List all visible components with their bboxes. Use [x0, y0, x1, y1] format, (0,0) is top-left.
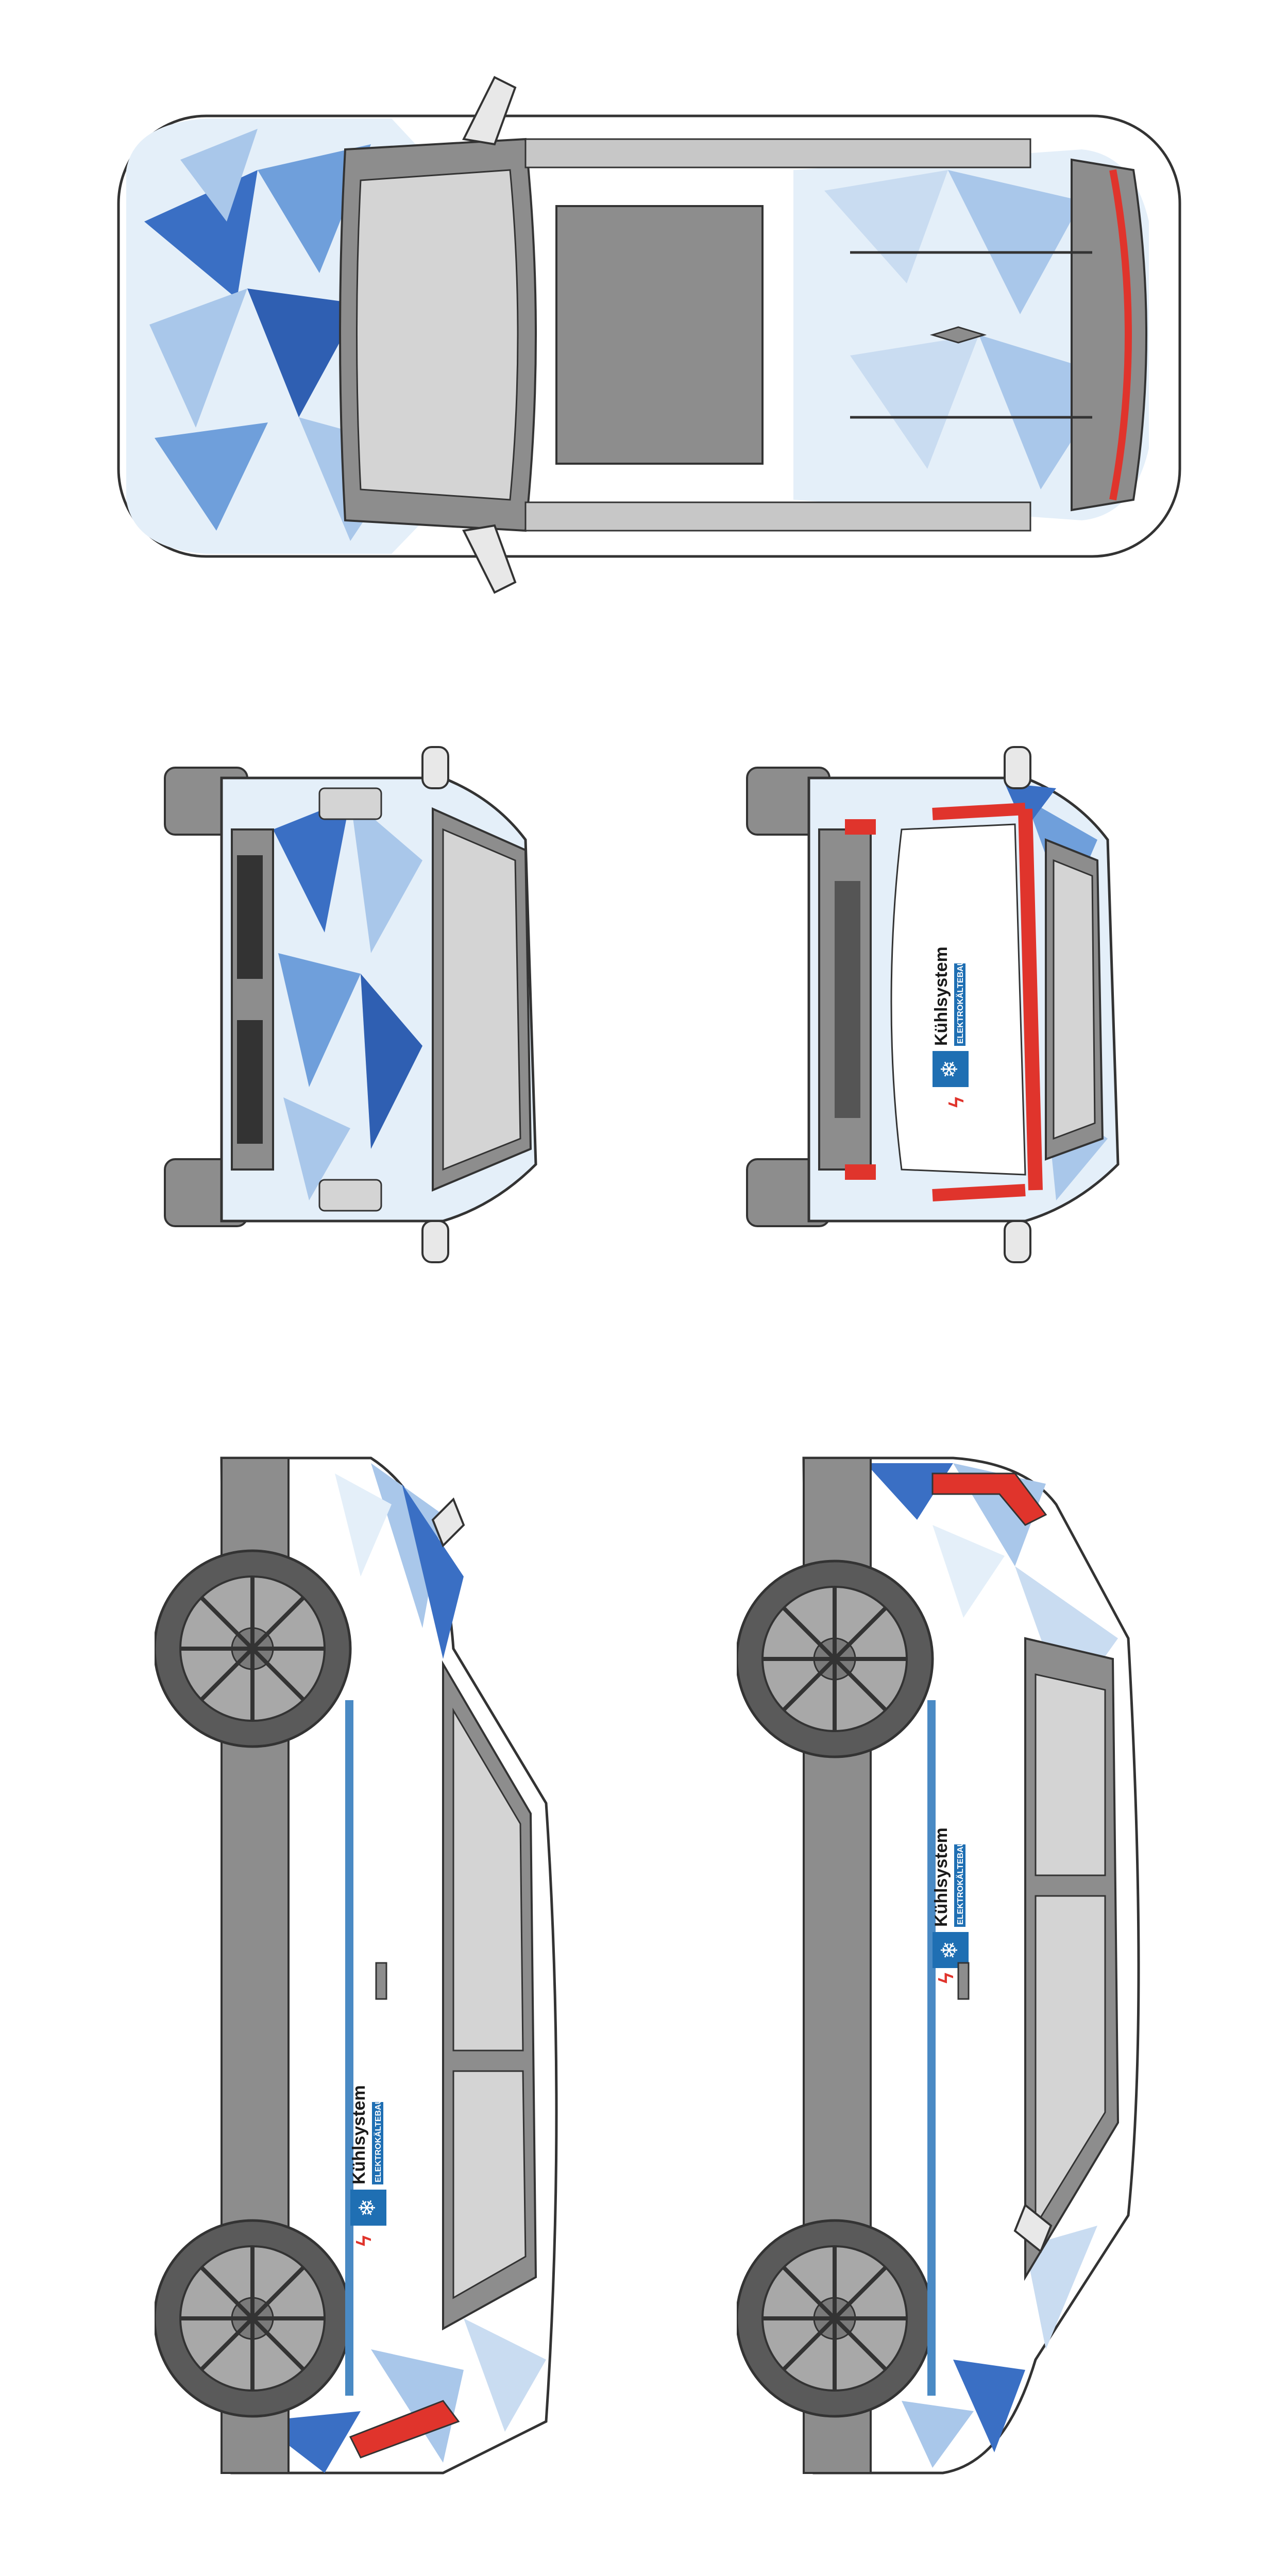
rear-brand-logo: ❄ Kühlsystem ELEKTROKÄLTEBAU	[931, 946, 969, 1087]
top-sunroof	[555, 205, 764, 465]
right-door-handle	[957, 1962, 970, 2000]
car-front-view	[164, 746, 537, 1263]
rear-window-glass	[1053, 859, 1096, 1140]
snowflake-icon: ❄	[937, 1941, 962, 1960]
top-side-glass-left	[524, 138, 1031, 168]
left-tagline-bar	[372, 2102, 383, 2184]
lightning-bolt-icon: ϟ	[353, 2235, 376, 2246]
rear-light-bar-ends	[932, 803, 1026, 1201]
top-mirror-right	[462, 524, 517, 594]
lightning-bolt-icon: ϟ	[935, 1973, 958, 1984]
snowflake-icon: ❄	[937, 1060, 962, 1079]
right-wheel-rear	[737, 1560, 934, 1758]
top-shark-fin-antenna	[929, 326, 987, 344]
top-rear-window	[1071, 158, 1147, 512]
left-mirror	[431, 1497, 465, 1548]
rear-reflector-bottom	[845, 1164, 876, 1180]
left-brand-logo: ❄ Kühlsystem ELEKTROKÄLTEBAU	[349, 2085, 386, 2226]
top-rear-light-bar	[1109, 169, 1132, 501]
left-door-handle-front	[375, 1962, 387, 2000]
car-side-view-left: ❄ Kühlsystem ELEKTROKÄLTEBAU ϟ	[155, 1456, 558, 2475]
rear-tagline-bar	[954, 963, 965, 1046]
front-grille-upper	[237, 855, 263, 979]
right-front-glass	[1035, 1895, 1106, 2229]
left-logo-badge	[350, 2190, 386, 2226]
left-brand-tagline: ELEKTROKÄLTEBAU	[374, 2098, 383, 2182]
right-brand-tagline: ELEKTROKÄLTEBAU	[956, 1841, 965, 1925]
front-headlight-top	[318, 787, 382, 820]
right-mirror	[1013, 2203, 1053, 2253]
rear-mirror-top	[1004, 746, 1031, 789]
left-wheel-rear	[155, 2219, 352, 2418]
right-brand-logo: ❄ Kühlsystem ELEKTROKÄLTEBAU	[931, 1827, 969, 1968]
front-headlight-bottom	[318, 1179, 382, 1212]
right-wrap-pattern-front	[902, 2226, 1097, 2468]
rear-diffuser	[835, 881, 860, 1118]
rear-light-bar	[1018, 808, 1043, 1191]
left-front-glass	[452, 1707, 524, 2052]
rear-logo-badge	[933, 1051, 969, 1087]
lightning-bolt-icon: ϟ	[945, 1097, 968, 1108]
right-wheel-front	[737, 2219, 934, 2418]
left-blue-stripe	[345, 1700, 353, 2396]
top-windshield-glass	[356, 169, 519, 501]
right-taillight	[931, 1472, 1047, 1526]
rear-brand-name: Kühlsystem	[931, 946, 951, 1046]
right-rear-glass	[1035, 1673, 1106, 1876]
left-wheel-front	[155, 1549, 352, 1748]
left-wrap-pattern-front	[335, 1463, 464, 1659]
front-grille-lower	[237, 1020, 263, 1144]
left-taillight	[349, 2400, 460, 2459]
rear-reflector-top	[845, 819, 876, 835]
car-side-view-right: ❄ Kühlsystem ELEKTROKÄLTEBAU ϟ	[737, 1456, 1140, 2475]
car-rear-view: ❄ Kühlsystem ELEKTROKÄLTEBAU ϟ	[746, 746, 1120, 1263]
left-rear-glass	[452, 2070, 527, 2299]
rear-mirror-bottom	[1004, 1220, 1031, 1263]
snowflake-icon: ❄	[355, 2198, 380, 2217]
right-tagline-bar	[954, 1844, 965, 1927]
front-wrap-pattern	[273, 799, 422, 1200]
right-brand-name: Kühlsystem	[931, 1827, 951, 1927]
rear-brand-tagline: ELEKTROKÄLTEBAU	[956, 960, 965, 1044]
front-windshield-glass	[442, 828, 521, 1171]
top-side-glass-right	[524, 501, 1031, 532]
right-blue-stripe	[927, 1700, 936, 2396]
front-mirror-top	[421, 746, 449, 789]
top-mirror-left	[462, 76, 517, 146]
car-top-view	[117, 76, 1181, 594]
front-mirror-bottom	[421, 1220, 449, 1263]
left-brand-name: Kühlsystem	[349, 2085, 369, 2184]
right-logo-badge	[933, 1932, 969, 1968]
